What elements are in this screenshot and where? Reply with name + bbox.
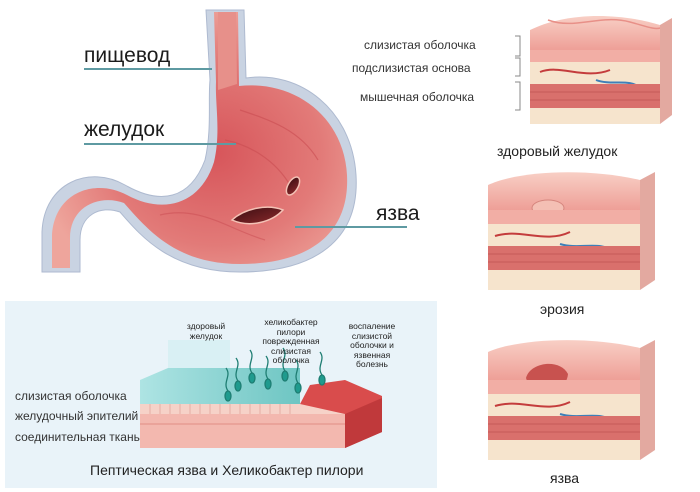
stomach-label: желудок (84, 118, 165, 141)
healthy-stomach-caption: здоровый желудок (497, 143, 618, 159)
panel-healthy-label: здоровый желудок (186, 321, 226, 341)
hpylori-cross-section (5, 301, 437, 488)
panel-caption: Пептическая язва и Хеликобактер пилори (90, 462, 364, 478)
panel-layer-mucosa-label: слизистая оболочка (15, 389, 127, 403)
panel-inflammation-label: воспаление слизистой оболочки и язвенная… (348, 321, 396, 369)
ulcer-label: язва (376, 202, 420, 225)
erosion-caption: эрозия (540, 301, 585, 317)
esophagus (218, 12, 237, 90)
layer-muscularis-label: мышечная оболочка (360, 90, 475, 104)
esophagus-leader-line (84, 68, 212, 70)
ulcer-tissue-block (488, 340, 655, 460)
stomach-leader-line (84, 143, 236, 145)
layer-brackets (515, 35, 521, 111)
stomach-body (52, 12, 348, 268)
stomach-drawing (41, 9, 357, 273)
healthy-tissue-block (530, 15, 672, 124)
ulcer-caption: язва (550, 470, 580, 486)
esophagus-label: пищевод (84, 44, 171, 67)
ulcer-1 (285, 176, 301, 196)
erosion-tissue-block (488, 172, 655, 290)
ulcer-2 (230, 206, 285, 225)
panel-hpylori-label: хеликобактер пилори поврежденная слизист… (262, 317, 320, 365)
ulcer-leader-line (295, 226, 407, 228)
panel-layer-connective-label: соединительная ткань (15, 430, 140, 444)
layer-submucosa-label: подслизистая основа (352, 61, 471, 75)
layer-mucosa-label: слизистая оболочка (364, 38, 476, 52)
panel-layer-epithelium-label: желудочный эпителий (15, 409, 139, 423)
